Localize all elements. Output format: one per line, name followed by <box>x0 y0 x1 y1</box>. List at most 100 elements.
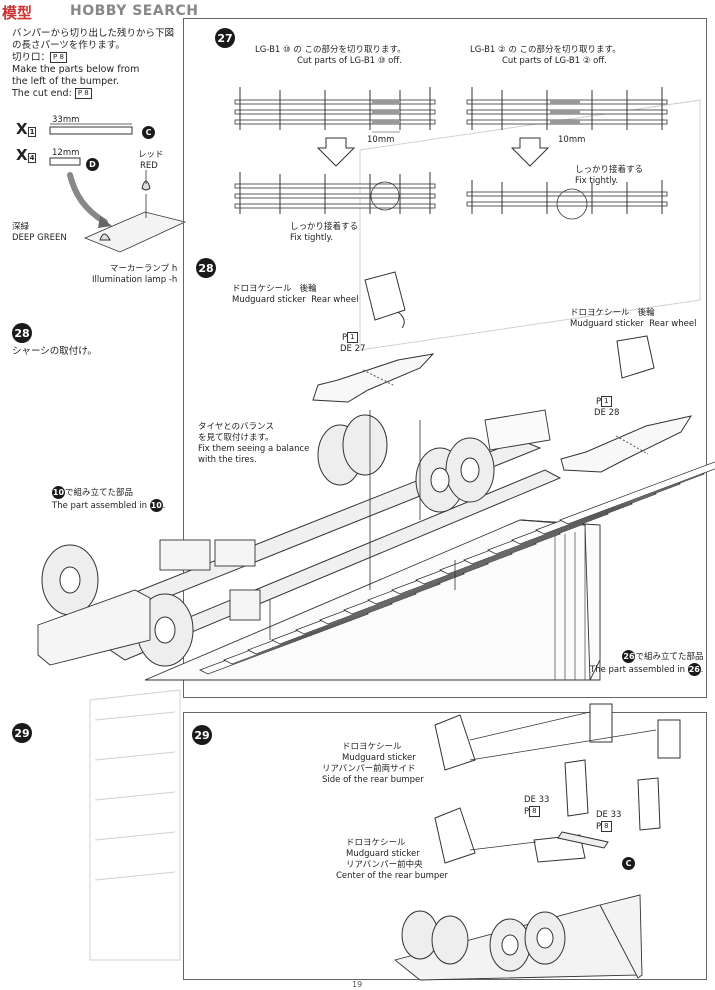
step28-left-title: シャーシの取付け。 <box>12 346 97 357</box>
balance-jp1: タイヤとのバランス <box>198 422 274 432</box>
step27-a-text: LG-B1 ⑩ の この部分を切り取ります。 Cut parts of LG-B… <box>255 45 406 67</box>
en-cut: The cut end: P 8 <box>12 88 174 100</box>
arrow-down-a-icon <box>316 137 356 167</box>
watermark-logo: 模型 <box>2 2 32 23</box>
step27-dim-a: 10mm <box>367 135 395 145</box>
lamp-label: マーカーランプ h Illumination lamp -h <box>92 264 177 286</box>
lamp-en: Illumination lamp -h <box>92 275 178 285</box>
de28-ref: DE 28 <box>594 408 620 418</box>
step28-number: 28 <box>196 258 216 278</box>
sticker-rear-1 <box>364 271 406 329</box>
mudguard-2 <box>560 415 693 473</box>
bumper-side-parts <box>564 759 661 831</box>
sticker-rear-2 <box>616 335 655 379</box>
balance-en2: with the tires. <box>198 455 257 465</box>
green-en: DEEP GREEN <box>12 233 67 243</box>
center-bumper-label: ドロヨケシール Mudguard sticker リアバンパー前中央 Cente… <box>336 838 448 882</box>
jp-line1: バンパーから切り出した残りから下図 <box>12 28 174 39</box>
side-jp: ドロヨケシール <box>342 742 402 752</box>
mud1-en: Mudguard sticker <box>232 295 306 305</box>
lamp-illustration <box>67 170 187 253</box>
rear2-jp: 後輪 <box>637 308 655 318</box>
railing-a-before <box>234 87 436 133</box>
step27-b-text: LG-B1 ② の この部分を切り取ります。 Cut parts of LG-B… <box>470 45 621 67</box>
balance-en1: Fix them seeing a balance <box>198 444 310 454</box>
side-en: Mudguard sticker <box>342 753 416 763</box>
side-bumper-label: ドロヨケシール Mudguard sticker リアバンパー前両サイド Sid… <box>322 742 424 786</box>
step27-a-jp: LG-B1 ⑩ の この部分を切り取ります。 <box>255 45 406 55</box>
center-en: Mudguard sticker <box>346 849 420 859</box>
step27-number: 27 <box>215 28 235 48</box>
logo-text: 模型 <box>2 4 33 22</box>
mud2-label: ドロヨケシール 後輪 Mudguard sticker Rear wheel <box>570 308 696 330</box>
assembled-26-note: 26で組み立てた部品 The part assembled in 26. <box>590 650 704 676</box>
balance-note: タイヤとのバランス を見て取付けます。 Fix them seeing a ba… <box>198 422 309 466</box>
lamp-jp: マーカーランプ h <box>109 264 178 274</box>
label-d: D <box>86 154 99 173</box>
de27-ref: DE 27 <box>340 344 366 354</box>
step27-b-jp: LG-B1 ② の この部分を切り取ります。 <box>470 45 621 55</box>
rear1-en: Rear wheel <box>311 295 359 305</box>
rear1-jp: 後輪 <box>299 284 317 294</box>
step29-label-c: C <box>622 853 635 872</box>
fix-a-jp: しっかり接着する <box>290 222 359 232</box>
red-en: RED <box>140 161 158 171</box>
step27-a-en: Cut parts of LG-B1 ⑩ off. <box>297 56 402 66</box>
step27-fix-a: しっかり接着する Fix tightly. <box>290 222 358 244</box>
center-bumper-parts <box>533 831 609 863</box>
center-jp2: リアバンパー前中央 <box>346 860 423 870</box>
rear2-en: Rear wheel <box>649 319 697 329</box>
watermark-site: HOBBY SEARCH <box>70 3 198 19</box>
part-33mm <box>49 123 133 135</box>
x4-num: 4 <box>27 153 37 163</box>
sticker-side-small-b <box>657 719 681 759</box>
mudguard-1 <box>312 353 435 403</box>
fix-a-en: Fix tightly. <box>290 233 334 243</box>
step27-fix-b: しっかり接着する Fix tightly. <box>575 165 643 187</box>
dim-12mm: 12mm <box>52 148 80 158</box>
cross-member <box>559 461 715 525</box>
red-label: レッド RED <box>138 150 164 172</box>
sticker-side-small-a <box>589 703 613 743</box>
frame-step27-28 <box>183 18 707 698</box>
fix-b-jp: しっかり接着する <box>575 165 644 175</box>
balance-jp2: を見て取付けます。 <box>198 433 274 443</box>
en-line2: the left of the bumper. <box>12 76 120 87</box>
railing-b-before <box>466 87 668 130</box>
railing-b-after <box>466 180 668 220</box>
mud2-en: Mudguard sticker <box>570 319 644 329</box>
green-label: 深緑 DEEP GREEN <box>12 222 67 244</box>
mud2-jp: ドロヨケシール <box>570 308 630 318</box>
left-instructions: バンパーから切り出した残りから下図 の長さパーツを作ります。 切り口：P 8 M… <box>12 28 174 100</box>
mud1-label: ドロヨケシール 後輪 Mudguard sticker Rear wheel <box>232 284 358 306</box>
step28-left-number: 28 <box>12 323 32 343</box>
assembled-10-note: 10で組み立てた部品 The part assembled in 10. <box>52 486 166 512</box>
side-jp2: リアバンパー前両サイド <box>322 764 416 774</box>
site-name: HOBBY SEARCH <box>70 3 199 19</box>
red-jp: レッド <box>138 150 164 160</box>
jp-cut: 切り口：P 8 <box>12 52 174 64</box>
step29-left-number: 29 <box>12 723 32 743</box>
railing-a-after <box>234 172 436 214</box>
fix-b-en: Fix tightly. <box>575 176 619 186</box>
x1-num: 1 <box>27 127 37 137</box>
label-c: C <box>142 122 155 141</box>
en-line1: Make the parts below from <box>12 64 140 75</box>
center-jp: ドロヨケシール <box>346 838 406 848</box>
part-12mm <box>49 157 81 166</box>
page-number: 19 <box>352 980 363 989</box>
dim-33mm: 33mm <box>52 115 80 125</box>
jp-line2: の長さパーツを作ります。 <box>12 40 125 51</box>
side-en2: Side of the rear bumper <box>322 775 424 785</box>
p-ref-box: P 8 <box>50 52 67 63</box>
sticker-side-large <box>434 714 476 771</box>
step29-number: 29 <box>192 725 212 745</box>
